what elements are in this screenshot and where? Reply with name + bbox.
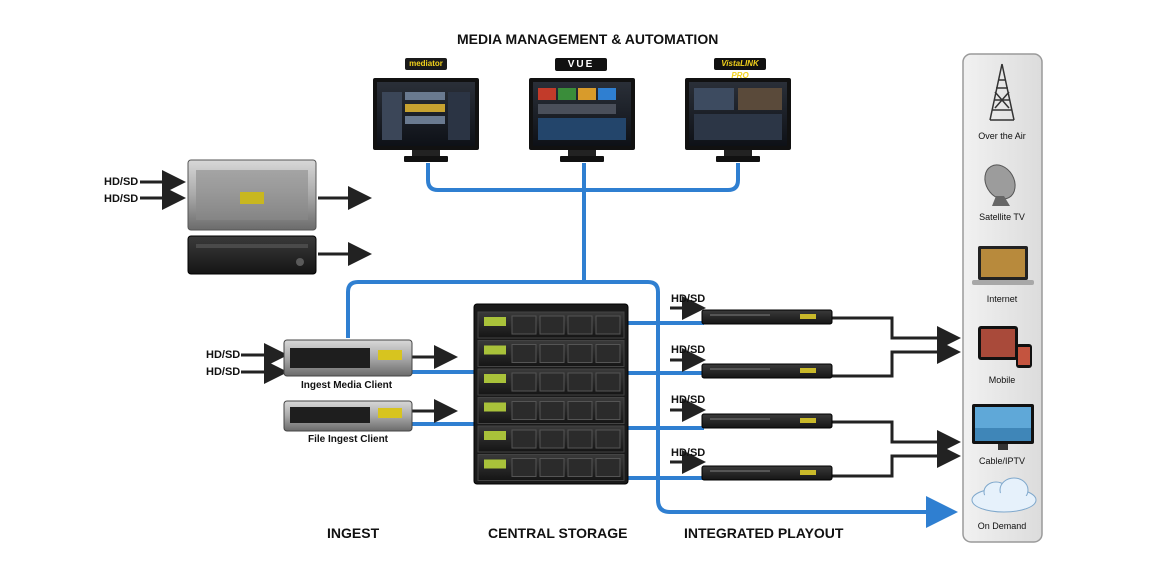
laptop-icon — [972, 246, 1034, 285]
input-label-client-2: HD/SD — [206, 366, 241, 378]
monitor-vue — [529, 78, 635, 162]
playout-server — [701, 363, 833, 379]
input-label-client-1: HD/SD — [206, 349, 241, 361]
playout-servers — [701, 309, 833, 481]
mediator-logo: mediator — [405, 58, 447, 70]
router-chassis — [187, 159, 317, 275]
title-central-storage: CENTRAL STORAGE — [488, 525, 628, 541]
tower-icon — [989, 63, 1015, 121]
on-demand-link — [346, 280, 958, 528]
title-integrated-playout: INTEGRATED PLAYOUT — [684, 525, 844, 541]
vistalink-logo: VistaLINK PRO — [714, 58, 766, 80]
output-label-cable-iptv: Cable/IPTV — [978, 456, 1026, 466]
playout-server — [701, 309, 833, 325]
output-label-mobile: Mobile — [988, 375, 1016, 385]
mobile-devices-icon — [978, 326, 1032, 368]
ingest-media-client-label: Ingest Media Client — [301, 380, 393, 391]
input-label-playout-1: HD/SD — [671, 293, 706, 305]
file-ingest-client-unit — [283, 400, 413, 432]
title-media-management: MEDIA MANAGEMENT & AUTOMATION — [457, 31, 719, 47]
cloud-icon — [971, 477, 1037, 513]
input-label-playout-3: HD/SD — [671, 394, 706, 406]
output-label-satellite-tv: Satellite TV — [979, 212, 1025, 222]
output-label-over-the-air: Over the Air — [978, 131, 1026, 141]
output-label-on-demand: On Demand — [977, 521, 1027, 531]
storage-unit — [477, 397, 625, 424]
central-storage-array — [473, 303, 629, 485]
input-label-playout-4: HD/SD — [671, 447, 706, 459]
storage-unit — [477, 425, 625, 453]
title-ingest: INGEST — [327, 525, 380, 541]
storage-unit — [477, 368, 625, 396]
storage-unit — [477, 454, 625, 481]
input-label-playout-2: HD/SD — [671, 344, 706, 356]
input-label-router-1: HD/SD — [104, 176, 139, 188]
ingest-media-client-unit — [283, 339, 413, 377]
storage-unit — [477, 340, 625, 367]
playout-server — [701, 465, 833, 481]
vue-logo: VUE — [555, 58, 607, 71]
monitor-vistalink — [685, 78, 791, 162]
output-label-internet: Internet — [986, 294, 1018, 304]
tv-icon — [972, 404, 1034, 450]
monitor-mediator — [373, 78, 479, 162]
file-ingest-client-label: File Ingest Client — [308, 434, 389, 445]
signal-arrows — [140, 170, 961, 478]
satellite-dish-icon — [984, 164, 1016, 206]
storage-unit — [477, 311, 625, 339]
network-links — [346, 163, 958, 528]
playout-server — [701, 413, 833, 429]
input-label-router-2: HD/SD — [104, 193, 139, 205]
